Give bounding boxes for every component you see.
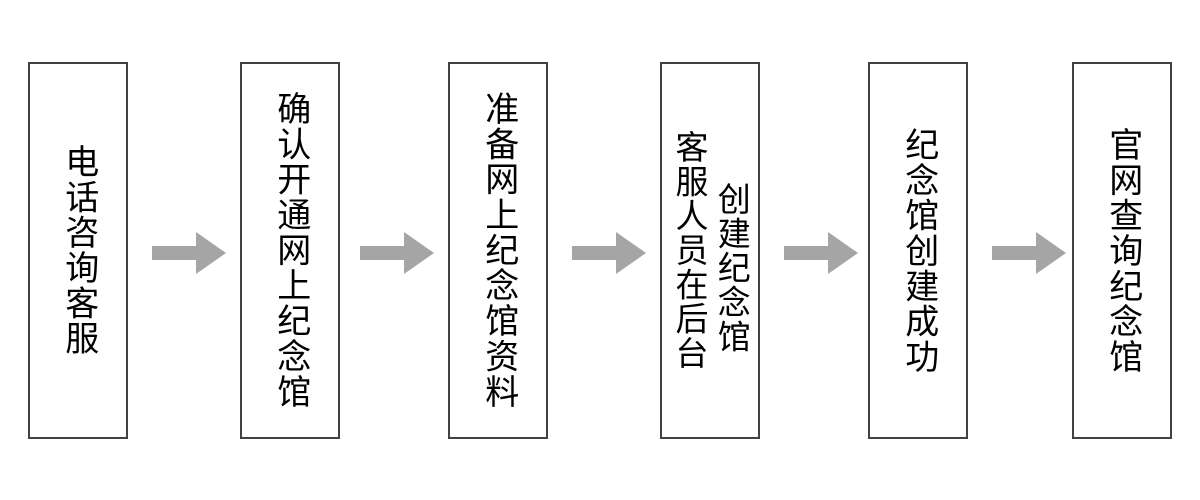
flow-step-3-text: 准备网上纪念馆资料 [478,91,519,410]
right-arrow-icon-4 [784,228,858,278]
flow-step-1-text: 电话咨询客服 [58,144,99,357]
right-arrow-icon-2 [360,228,434,278]
flow-step-phone-consult-support[interactable]: 电话咨询客服 [28,62,128,439]
flow-step-2-text: 确认开通网上纪念馆 [270,91,311,410]
right-arrow-icon-1 [152,228,226,278]
flow-step-support-creates-memorial-backend[interactable]: 创建纪念馆 客服人员在后台 [660,62,760,439]
flow-step-memorial-created-successfully[interactable]: 纪念馆创建成功 [868,62,968,439]
flow-step-prepare-memorial-materials[interactable]: 准备网上纪念馆资料 [448,62,548,439]
flow-step-confirm-open-online-memorial[interactable]: 确认开通网上纪念馆 [240,62,340,439]
flow-step-4-text-column-left: 客服人员在后台 [670,130,709,371]
right-arrow-icon-5 [992,228,1066,278]
flow-step-5-text: 纪念馆创建成功 [898,126,939,375]
flow-step-query-memorial-on-official-site[interactable]: 官网查询纪念馆 [1072,62,1172,439]
flow-step-6-text: 官网查询纪念馆 [1102,126,1143,375]
flow-step-4-text-column-right: 创建纪念馆 [712,182,752,354]
right-arrow-icon-3 [572,228,646,278]
